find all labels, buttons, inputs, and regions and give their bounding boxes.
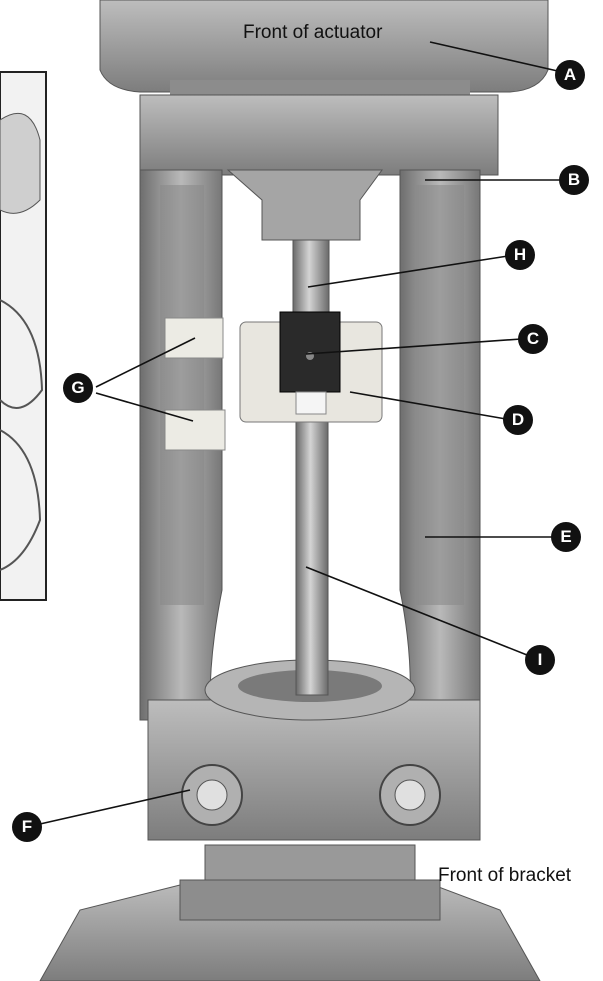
callout-b: B — [559, 165, 589, 195]
valve-body — [39, 844, 541, 981]
callout-g: G — [63, 373, 93, 403]
inset-photo — [0, 71, 47, 601]
actuator-housing — [99, 0, 549, 98]
caption-front-of-actuator: Front of actuator — [243, 22, 383, 43]
leader-lines — [39, 41, 565, 825]
callout-d: D — [503, 405, 533, 435]
callout-h: H — [505, 240, 535, 270]
callout-f: F — [12, 812, 42, 842]
callout-e: E — [551, 522, 581, 552]
valve-stem — [292, 239, 330, 696]
callout-i: I — [525, 645, 555, 675]
stem-coupler — [239, 311, 383, 423]
callout-a: A — [555, 60, 585, 90]
callout-c: C — [518, 324, 548, 354]
caption-front-of-bracket: Front of bracket — [438, 865, 572, 886]
